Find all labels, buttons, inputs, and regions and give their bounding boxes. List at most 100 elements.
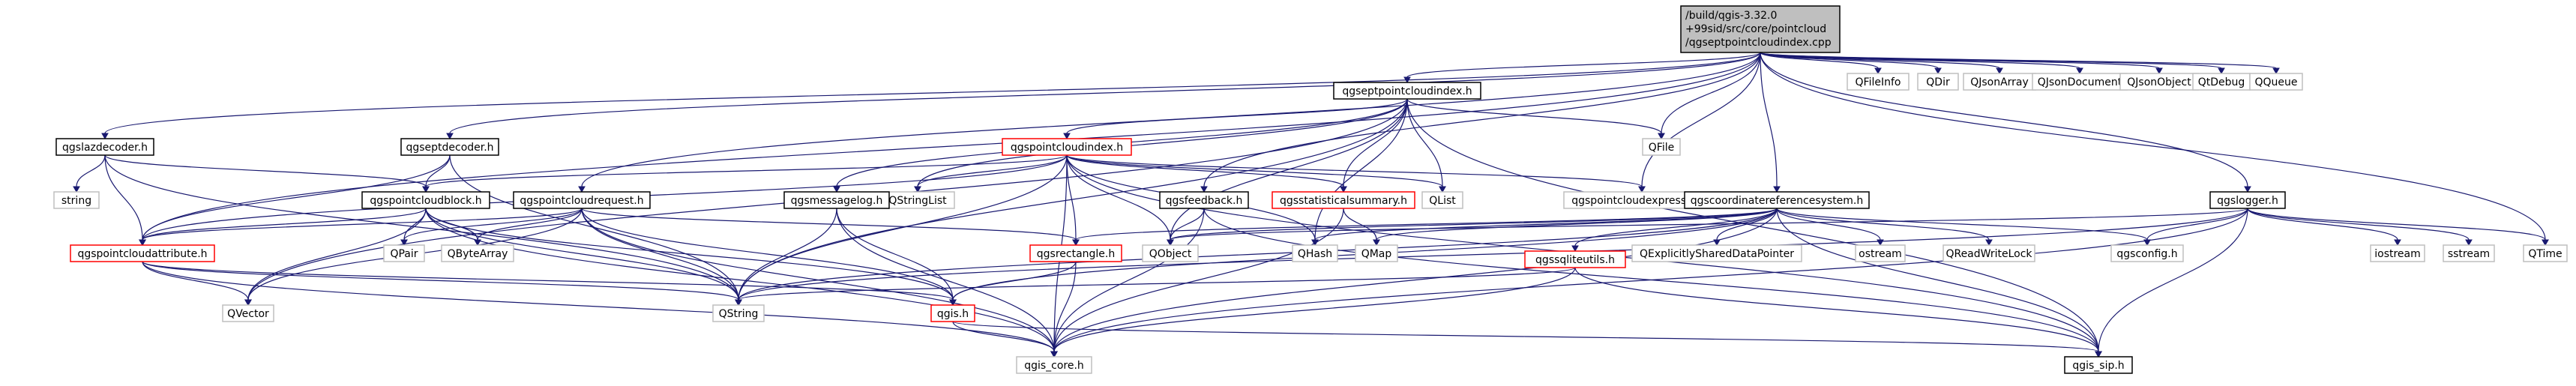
edge-qgslazdecoder_h-to-string [73,154,106,193]
edge-root-to-qgsfeedback_h [1200,52,1761,193]
edge-qgscoordinatereferencesystem_h-to-QReadWriteLock [1776,208,1993,247]
edge-root-to-qgscoordinatereferencesystem_h [1760,52,1781,193]
node-label: qgslazdecoder.h [62,142,148,154]
edge-qgis_h-to-qgis_sip_h [952,321,2102,358]
node-QJsonArray: QJsonArray [1963,73,2036,91]
node-QReadWriteLock: QReadWriteLock [1942,244,2035,262]
edge-qgscoordinatereferencesystem_h-to-qgis_sip_h [1776,208,2102,358]
edge-root-to-qgslogger_h [1760,52,2251,193]
node-label: qgsrectangle.h [1037,248,1115,260]
node-label: iostream [2374,248,2421,260]
edge-qgspointcloudindex_h-to-QStringList [914,154,1068,193]
edge-qgslogger_h-to-qgis_sip_h [2095,208,2248,358]
node-QByteArray: QByteArray [441,244,514,262]
edge-qgspointcloudindex_h-to-qgspointcloudexpression_h [1066,154,1646,193]
edge-qgslogger_h-to-sstream [2247,208,2473,247]
node-qgis_h[interactable]: qgis.h [930,304,975,322]
node-label: qgscoordinatereferencesystem.h [1691,195,1864,207]
node-label: QReadWriteLock [1945,248,2032,260]
node-qgspointcloudexpression_h: qgspointcloudexpression.h [1563,191,1721,209]
edge-qgseptpointcloudindex_h-to-QFile [1406,98,1665,140]
edge-qgscoordinatereferencesystem_h-to-qgssqliteutils_h [1571,208,1778,253]
edge-qgseptpointcloudindex_h-to-QList [1406,98,1446,193]
edge-qgssqliteutils_h-to-QString [735,267,1576,307]
edge-qgslogger_h-to-QTime [2247,208,2549,247]
edge-qgscoordinatereferencesystem_h-to-QMap [1373,208,1778,247]
node-label: qgsstatisticalsummary.h [1280,195,1407,207]
node-qgspointcloudindex_h[interactable]: qgspointcloudindex.h [1002,138,1132,156]
edge-root-to-qgslazdecoder_h [101,52,1761,140]
node-qgslazdecoder_h[interactable]: qgslazdecoder.h [55,138,154,156]
edge-qgspointcloudattribute_h-to-QVector [142,261,252,307]
edge-qgspointcloudblock_h-to-qgis_core_h [425,208,1058,358]
node-QObject: QObject [1142,244,1199,262]
edge-root-to-QFileInfo [1760,52,1882,75]
node-QJsonObject: QJsonObject [2119,73,2199,91]
node-label: QVector [227,308,269,320]
edge-qgscoordinatereferencesystem_h-to-QHash [1311,208,1778,247]
edge-root-to-qgspointcloudexpression_h [1638,52,1761,193]
node-label: qgspointcloudexpression.h [1571,195,1712,207]
node-QHash: QHash [1292,244,1338,262]
node-label: QJsonDocument [2038,76,2122,88]
node-qgsrectangle_h[interactable]: qgsrectangle.h [1029,244,1122,262]
node-QFileInfo: QFileInfo [1847,73,1910,91]
node-qgspointcloudattribute_h[interactable]: qgspointcloudattribute.h [70,244,215,262]
edge-qgis_h-to-qgis_core_h [952,321,1058,358]
edge-qgspointcloudrequest_h-to-qgspointcloudattribute_h [139,208,583,247]
root-label-line: /build/qgis-3.32.0 [1685,10,1777,22]
node-label: qgssqliteutils.h [1535,254,1615,266]
node-string: string [53,191,100,209]
node-QTime: QTime [2523,244,2568,262]
node-qgssqliteutils_h[interactable]: qgssqliteutils.h [1524,250,1626,268]
edge-root-to-QJsonObject [1760,52,2163,75]
node-qgsmessagelog_h[interactable]: qgsmessagelog.h [783,191,890,209]
edge-qgssqliteutils_h-to-qgis_core_h [1050,267,1576,358]
node-label: string [61,195,91,207]
node-label: QFile [1649,142,1674,154]
node-qgspointcloudrequest_h[interactable]: qgspointcloudrequest.h [513,191,651,209]
edge-qgspointcloudindex_h-to-qgsstatisticalsummary_h [1066,154,1347,193]
node-sstream: sstream [2443,244,2495,262]
node-label: QHash [1298,248,1332,260]
edge-qgsmessagelog_h-to-qgis_core_h [836,208,1058,358]
node-QtDebug: QtDebug [2192,73,2251,91]
node-QStringList: QStringList [880,191,955,209]
root-label-line: +99sid/src/core/pointcloud [1685,23,1826,35]
edge-qgslogger_h-to-QObject [1167,208,2248,247]
node-qgspointcloudblock_h[interactable]: qgspointcloudblock.h [361,191,490,209]
edge-qgspointcloudindex_h-to-QString [735,154,1068,307]
node-qgseptdecoder_h[interactable]: qgseptdecoder.h [400,138,499,156]
node-label: qgis_core.h [1024,360,1084,372]
node-label: QByteArray [448,248,508,260]
node-label: QObject [1149,248,1192,260]
node-QVector: QVector [222,304,274,322]
node-qgseptpointcloudindex_h[interactable]: qgseptpointcloudindex.h [1333,82,1481,100]
node-iostream: iostream [2370,244,2425,262]
node-qgis_sip_h[interactable]: qgis_sip.h [2064,356,2133,374]
node-qgis_core_h: qgis_core.h [1016,356,1092,374]
edge-qgspointcloudrequest_h-to-QPair [400,208,583,247]
node-label: QTime [2528,248,2562,260]
edge-qgslazdecoder_h-to-QString [104,154,742,307]
edge-root-to-qgspointcloudattribute_h [139,52,1761,247]
node-label: qgslogger.h [2217,195,2278,207]
node-label: qgspointcloudblock.h [370,195,481,207]
node-QFile: QFile [1642,138,1681,156]
edge-qgseptpointcloudindex_h-to-qgis_sip_h [1406,98,2102,358]
node-label: qgseptpointcloudindex.h [1342,85,1472,97]
node-label: QStringList [888,195,947,207]
node-qgslogger_h[interactable]: qgslogger.h [2209,191,2286,209]
node-qgscoordinatereferencesystem_h[interactable]: qgscoordinatereferencesystem.h [1684,191,1870,209]
edge-qgspointcloudrequest_h-to-QByteArray [474,208,583,247]
node-label: QExplicitlySharedDataPointer [1640,248,1794,260]
edge-qgscoordinatereferencesystem_h-to-qgsrectangle_h [1072,208,1778,247]
edge-root-to-qgseptdecoder_h [446,52,1761,140]
node-QExplicitlySharedDataPointer: QExplicitlySharedDataPointer [1631,244,1802,262]
node-qgsstatisticalsummary_h[interactable]: qgsstatisticalsummary.h [1272,191,1415,209]
edge-root-to-QQueue [1760,52,2280,75]
edge-qgssqliteutils_h-to-qgis_sip_h [1574,267,2102,358]
node-qgsfeedback_h[interactable]: qgsfeedback.h [1159,191,1249,209]
edge-qgseptpointcloudindex_h-to-QStringList [914,98,1408,193]
